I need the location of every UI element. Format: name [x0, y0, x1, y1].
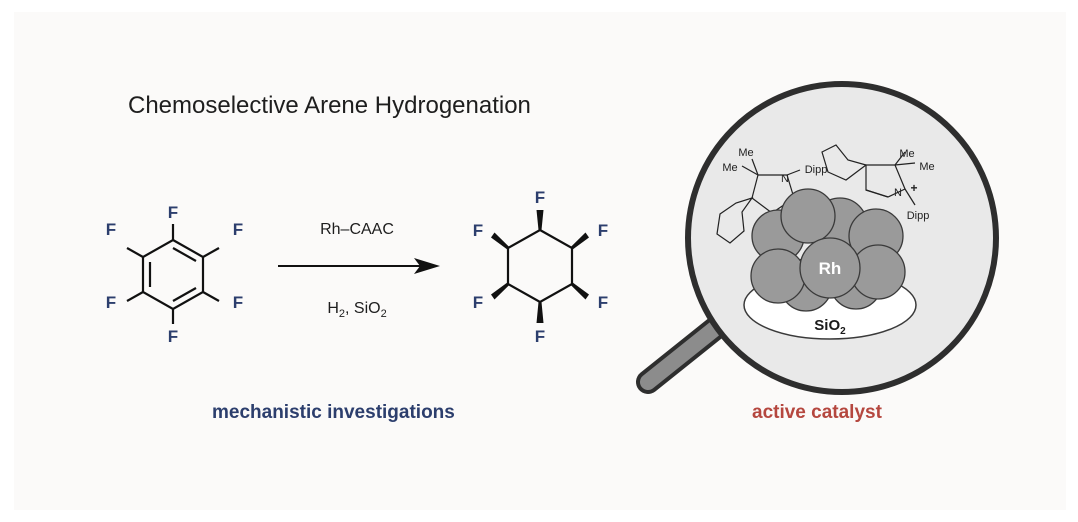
fluorine-atom: F [233, 293, 243, 312]
wedge-bond [536, 302, 544, 323]
silica-label: SiO2 [814, 317, 846, 337]
metal-sphere [780, 188, 836, 244]
cyclohexyl-ring [716, 196, 754, 244]
methyl-label: Me [899, 148, 914, 160]
conditions-label: H2, SiO2 [327, 300, 386, 320]
c-f-bond [202, 247, 220, 258]
methyl-bond [751, 158, 759, 176]
fluorine-atom: F [473, 293, 483, 312]
benzene-ring [141, 238, 205, 311]
nitrogen-label: N [894, 187, 902, 199]
fluorine-atom: F [535, 188, 545, 207]
n-dipp-bond [786, 169, 801, 176]
dipp-label: Dipp [907, 210, 930, 222]
fluorine-atom: F [473, 221, 483, 240]
fluorine-atom: F [598, 221, 608, 240]
n-dipp-bond [904, 188, 916, 206]
methyl-label: Me [722, 162, 737, 174]
c-f-bond [126, 247, 144, 258]
cyclohexyl-ring [821, 144, 868, 181]
wedge-bond [491, 232, 509, 250]
c-f-bond [126, 291, 144, 302]
reaction-arrow [278, 258, 440, 274]
methyl-label: Me [919, 161, 934, 173]
fluorine-atom: F [106, 293, 116, 312]
wedge-bond [571, 232, 589, 250]
reactant-fluorine-labels: F F F F F F [106, 203, 243, 346]
metal-sphere [750, 248, 806, 304]
methyl-label: Me [738, 147, 753, 159]
caption-active-catalyst: active catalyst [752, 402, 882, 423]
fluorine-atom: F [598, 293, 608, 312]
rhodium-nanoparticle [750, 188, 906, 312]
fluorine-atom: F [168, 327, 178, 346]
wedge-bond [571, 282, 589, 300]
reagent-label: Rh–CAAC [320, 221, 394, 238]
product-fluorine-labels: F F F F F F [473, 188, 608, 346]
hexafluorobenzene [126, 224, 220, 324]
methyl-bond [741, 165, 759, 176]
hexafluorocyclohexane [491, 210, 589, 323]
c-f-bond [202, 291, 220, 302]
iminium-double-bond [865, 189, 889, 198]
fluorine-atom: F [233, 220, 243, 239]
rhodium-label: Rh [819, 259, 842, 278]
cyclohexane-ring [506, 228, 574, 304]
metal-sphere [799, 237, 861, 299]
wedge-bond [491, 282, 509, 300]
wedge-bond [536, 210, 544, 230]
benzene-double-bond [172, 247, 197, 262]
dipp-label: Dipp [805, 164, 828, 176]
nitrogen-label: N [781, 173, 789, 185]
positive-charge-label: + [910, 181, 917, 195]
figure-title: Chemoselective Arene Hydrogenation [128, 92, 531, 119]
pyrrolidine-ring [865, 164, 906, 198]
caption-mechanistic-investigations: mechanistic investigations [212, 402, 455, 423]
fluorine-atom: F [168, 203, 178, 222]
benzene-double-bond [172, 287, 197, 302]
methyl-bond [894, 151, 906, 166]
fluorine-atom: F [106, 220, 116, 239]
fluorine-atom: F [535, 327, 545, 346]
caac-ligand-right [821, 144, 916, 206]
methyl-bond [894, 162, 916, 166]
